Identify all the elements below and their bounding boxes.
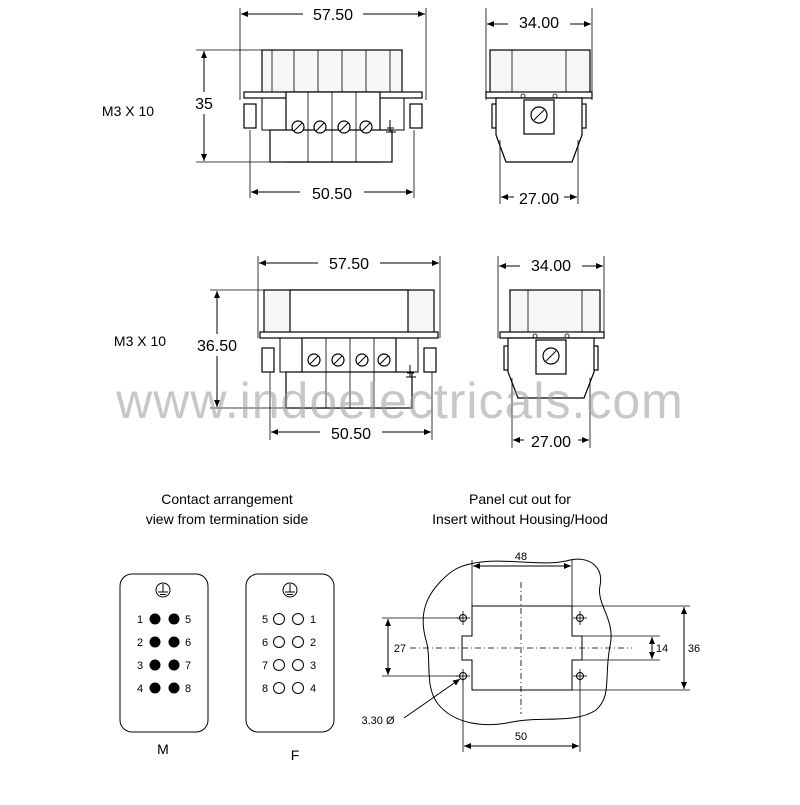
female-pin-label: 6	[262, 637, 268, 649]
hole-diameter-label: 3.30 Ø	[361, 715, 394, 727]
female-pin-label: 1	[310, 614, 316, 626]
female-pin-label: 4	[310, 683, 316, 695]
male-pin-label: 7	[185, 660, 191, 672]
dim-height-2: 36.50	[197, 338, 237, 355]
female-pin-label: 5	[262, 614, 268, 626]
male-pin-label: 1	[137, 614, 143, 626]
female-pin-label: 2	[310, 637, 316, 649]
side-dim-width-top: 34.00	[519, 15, 559, 32]
screw-label: M3 X 10	[102, 103, 154, 119]
male-pin-label: 8	[185, 683, 191, 695]
female-pin-label: 3	[310, 660, 316, 672]
contact-title-line1: Contact arrangement	[161, 491, 293, 507]
side-dim-width-bottom: 27.00	[519, 191, 559, 208]
drawing-1-side-view: 34.00 27.00	[485, 8, 593, 208]
watermark: www.indoelectricals.com	[115, 373, 684, 429]
dim-14: 14	[656, 643, 668, 655]
female-pin-label: 8	[262, 683, 268, 695]
screw-label-2: M3 X 10	[114, 333, 166, 349]
dim-48: 48	[515, 551, 527, 563]
dim-36: 36	[688, 643, 700, 655]
ground-symbol-icon	[282, 582, 298, 598]
drawing-2-front-view: 57.50 36.50 M3 X 10 50.50	[114, 253, 441, 443]
contact-arrangement: Contact arrangement view from terminatio…	[119, 491, 335, 763]
panel-title-line2: Insert without Housing/Hood	[432, 511, 608, 527]
male-pin-label: 3	[137, 660, 143, 672]
dim-width-bottom: 50.50	[312, 186, 352, 203]
male-pin-label: 6	[185, 637, 191, 649]
male-pin-label: 2	[137, 637, 143, 649]
side-dim-width-top-2: 34.00	[531, 258, 571, 275]
male-pin-label: 4	[137, 683, 143, 695]
female-label: F	[291, 747, 300, 763]
female-pin-label: 7	[262, 660, 268, 672]
ground-symbol-icon	[155, 582, 171, 598]
panel-outline	[422, 558, 612, 726]
dim-27: 27	[394, 643, 406, 655]
panel-cutout: Panel cut out for Insert without Housing…	[361, 491, 700, 752]
drawing-1-front-view: 57.50 35 M3 X 10	[102, 4, 427, 203]
dim-50: 50	[515, 731, 527, 743]
dim-width-top-2: 57.50	[329, 256, 369, 273]
panel-title-line1: Panel cut out for	[469, 491, 571, 507]
male-label: M	[157, 741, 169, 757]
dim-width-bottom-2: 50.50	[331, 426, 371, 443]
drawing-2-side-view: 34.00 27.00	[497, 255, 605, 451]
dim-width-top: 57.50	[313, 7, 353, 24]
contact-title-line2: view from termination side	[146, 511, 309, 527]
side-dim-width-bottom-2: 27.00	[531, 434, 571, 451]
dim-height: 35	[195, 96, 213, 113]
female-insert: 5 6 7 8 1 2 3 4 F	[245, 573, 335, 763]
male-pin-label: 5	[185, 614, 191, 626]
male-insert: 1 2 3 4 5 6 7 8 M	[119, 573, 209, 757]
